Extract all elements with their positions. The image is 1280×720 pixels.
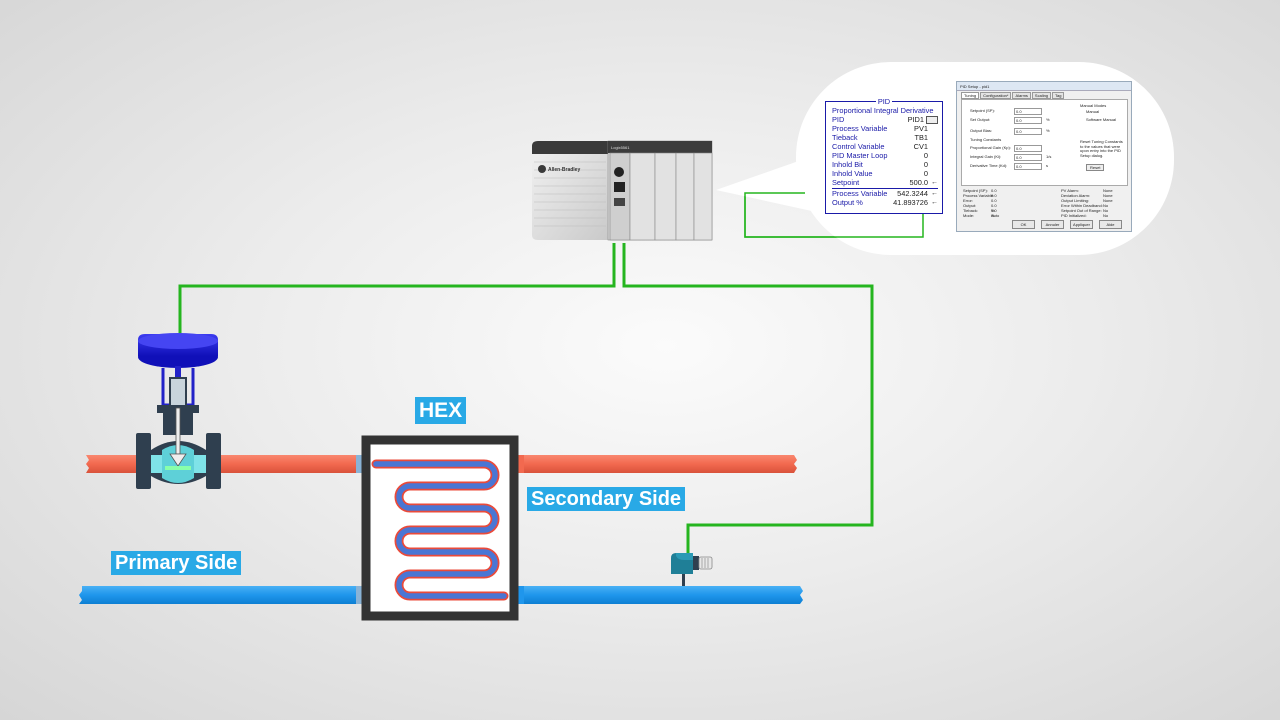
tab-alarms[interactable]: Alarms bbox=[1012, 92, 1031, 99]
secondary-side-label: Secondary Side bbox=[527, 487, 686, 511]
pid-instruction-block[interactable]: PID Proportional Integral Derivative PID… bbox=[825, 97, 943, 214]
apply-button[interactable]: Appliquer bbox=[1070, 220, 1093, 229]
help-button[interactable]: Aide bbox=[1099, 220, 1122, 229]
tuning-constants-header: Tuning Constants bbox=[970, 137, 1002, 142]
dialog-status: Setpoint (SP): 0.0 Process Variable: 0.0… bbox=[963, 188, 1113, 218]
sensor-signal-wire bbox=[622, 243, 874, 553]
pid-browse-button[interactable] bbox=[926, 116, 938, 124]
tuning-panel: Setpoint (SP):0.0 Set Output:0.0% Output… bbox=[961, 99, 1128, 186]
cancel-button[interactable]: Annuler bbox=[1041, 220, 1064, 229]
plc-module-tag: Logix5561 bbox=[611, 145, 630, 150]
heat-exchanger bbox=[361, 435, 519, 621]
manual-checkbox[interactable]: Manual bbox=[1086, 109, 1100, 114]
field-setpoint[interactable]: Setpoint (SP):0.0 bbox=[970, 108, 1060, 115]
tab-tuning[interactable]: Tuning bbox=[961, 92, 980, 99]
tab-configuration[interactable]: Configuration* bbox=[980, 92, 1012, 99]
pid-block-title: PID bbox=[875, 97, 893, 106]
hex-coil-cold bbox=[373, 461, 507, 599]
plc-brand: Allen-Bradley bbox=[548, 167, 580, 173]
primary-pipe bbox=[79, 586, 803, 604]
reset-button[interactable]: Reset bbox=[1086, 164, 1105, 171]
dialog-titlebar: PID Setup - pid1 bbox=[957, 82, 1131, 91]
temperature-sensor-icon[interactable] bbox=[671, 553, 713, 586]
signal-wires bbox=[178, 243, 874, 553]
tab-scaling[interactable]: Scaling bbox=[1031, 92, 1052, 99]
hex-label: HEX bbox=[415, 397, 467, 424]
software-manual-checkbox[interactable]: Software Manual bbox=[1086, 117, 1117, 122]
field-kp[interactable]: Proportional Gain (Kp):0.0 bbox=[970, 145, 1060, 152]
plc-rack-icon[interactable]: Allen-Bradley Logix5561 bbox=[530, 140, 714, 241]
field-set-output[interactable]: Set Output:0.0% bbox=[970, 117, 1050, 124]
control-valve-icon[interactable] bbox=[136, 333, 221, 489]
reset-note: Reset Tuning Constants to the values tha… bbox=[1080, 139, 1123, 158]
pid-row: Output %41.893726← bbox=[832, 198, 938, 207]
primary-side-label: Primary Side bbox=[111, 551, 242, 575]
field-output-bias[interactable]: Output Bias:0.0% bbox=[970, 128, 1050, 135]
pid-block-subtitle: Proportional Integral Derivative bbox=[832, 106, 934, 115]
ok-button[interactable]: OK bbox=[1012, 220, 1035, 229]
tab-tag[interactable]: Tag bbox=[1052, 92, 1065, 99]
valve-signal-wire bbox=[178, 243, 616, 336]
manual-modes-label: Manual Modes bbox=[1080, 103, 1107, 108]
